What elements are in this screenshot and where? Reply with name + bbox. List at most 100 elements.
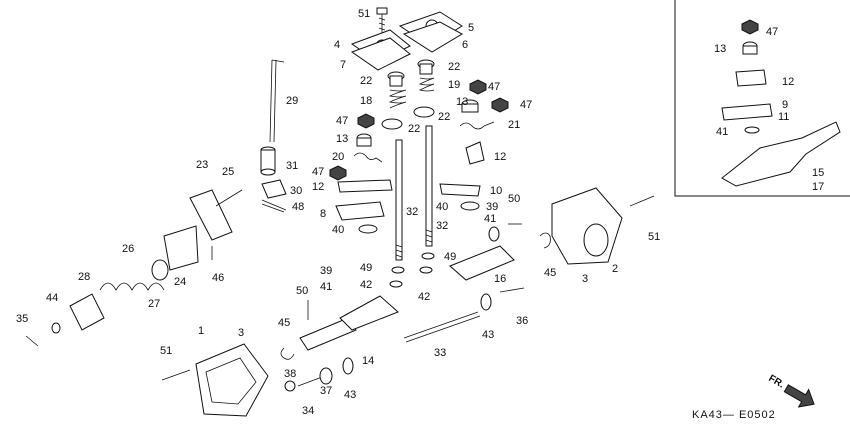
- callout-47c: 47: [520, 99, 532, 111]
- collar-27: [151, 259, 169, 281]
- callout-19: 19: [448, 79, 460, 91]
- bolt-25: [215, 189, 243, 207]
- callout-17: 17: [812, 181, 824, 193]
- callout-43b: 43: [344, 389, 356, 401]
- washer-43a: [480, 293, 492, 311]
- bolt-51-bottom: [161, 369, 191, 381]
- lever-23: [189, 189, 233, 241]
- callout-37: 37: [320, 385, 332, 397]
- nut-47-b: [357, 113, 375, 129]
- spring-26: [99, 282, 165, 291]
- fork-14b: [339, 295, 399, 331]
- washer-42a: [389, 280, 403, 288]
- collar-37: [319, 367, 333, 385]
- callout-26: 26: [122, 243, 134, 255]
- clip-45b: [280, 347, 295, 360]
- shaft-33: [403, 311, 479, 339]
- washer-41a: [488, 226, 500, 242]
- callout-42b: 42: [418, 291, 430, 303]
- callout-49a: 49: [360, 262, 372, 274]
- callout-12c: 12: [782, 76, 794, 88]
- sleeve-28: [69, 293, 105, 331]
- callout-47a: 47: [488, 81, 500, 93]
- arm-12-inset: [735, 69, 767, 87]
- washer-41-inset: [744, 126, 760, 134]
- callout-31: 31: [286, 160, 298, 172]
- callout-39b: 39: [320, 265, 332, 277]
- inset-frame: [674, 0, 850, 197]
- callout-5: 5: [468, 22, 474, 34]
- callout-30: 30: [290, 185, 302, 197]
- bushing-22a: [387, 71, 405, 87]
- callout-33: 33: [434, 347, 446, 359]
- washer-49b: [421, 252, 435, 260]
- callout-41c: 41: [716, 126, 728, 138]
- collar-13a: [356, 133, 372, 147]
- spring-21: [459, 121, 495, 130]
- pin-35: [25, 335, 39, 347]
- callout-51b: 51: [648, 231, 660, 243]
- callout-22a: 22: [360, 75, 372, 87]
- nut-38: [284, 380, 296, 392]
- fork-14a: [299, 317, 357, 351]
- arm-9-inset: [721, 103, 773, 121]
- collar-13-inset: [742, 41, 758, 55]
- callout-50a: 50: [508, 193, 520, 205]
- callout-38: 38: [284, 368, 296, 380]
- callout-41a: 41: [484, 213, 496, 225]
- gasket-7: [350, 37, 411, 71]
- nut-47-c: [491, 97, 509, 113]
- bracket-24: [163, 225, 199, 271]
- callout-51a: 51: [358, 8, 370, 20]
- spring-18: [388, 89, 407, 109]
- front-direction-label: FR.: [767, 373, 787, 391]
- callout-48: 48: [292, 201, 304, 213]
- callout-7: 7: [340, 59, 346, 71]
- callout-13a: 13: [456, 96, 468, 108]
- callout-24: 24: [174, 276, 186, 288]
- callout-4: 4: [334, 39, 340, 51]
- callout-6: 6: [462, 39, 468, 51]
- fork-15-17: [721, 121, 841, 187]
- callout-22d: 22: [438, 111, 450, 123]
- callout-1: 1: [198, 325, 204, 337]
- gasket-6: [402, 21, 464, 53]
- callout-36: 36: [516, 315, 528, 327]
- callout-8: 8: [320, 208, 326, 220]
- callout-35: 35: [16, 313, 28, 325]
- fork-16: [449, 245, 515, 281]
- callout-15: 15: [812, 167, 824, 179]
- callout-47b: 47: [336, 115, 348, 127]
- callout-41b: 41: [320, 281, 332, 293]
- callout-22b: 22: [448, 61, 460, 73]
- callout-49b: 49: [444, 251, 456, 263]
- nut-47-inset: [741, 19, 759, 35]
- callout-46: 46: [212, 272, 224, 284]
- callout-20: 20: [332, 151, 344, 163]
- callout-21: 21: [508, 119, 520, 131]
- callout-25: 25: [222, 166, 234, 178]
- arm-10: [439, 183, 481, 197]
- callout-13b: 13: [336, 133, 348, 145]
- washer-43b: [342, 357, 354, 375]
- rod-29: [269, 59, 285, 143]
- bushing-22b: [417, 59, 435, 75]
- arm-8: [335, 201, 385, 221]
- callout-32a: 32: [406, 206, 418, 218]
- callout-47d: 47: [312, 166, 324, 178]
- callout-12a: 12: [494, 151, 506, 163]
- callout-50b: 50: [296, 285, 308, 297]
- washer-49a: [391, 266, 405, 274]
- washer-42b: [419, 266, 433, 274]
- callout-40a: 40: [332, 224, 344, 236]
- cover-1: [195, 343, 269, 417]
- front-direction-arrow: FR.: [767, 373, 815, 408]
- cover-2: [551, 187, 623, 265]
- roller-31: [260, 146, 276, 176]
- callout-51c: 51: [160, 345, 172, 357]
- washer-40b: [460, 201, 480, 211]
- callout-2: 2: [612, 263, 618, 275]
- washer-22d: [413, 106, 435, 118]
- bolt-51-top: [376, 7, 388, 34]
- callout-12b: 12: [312, 181, 324, 193]
